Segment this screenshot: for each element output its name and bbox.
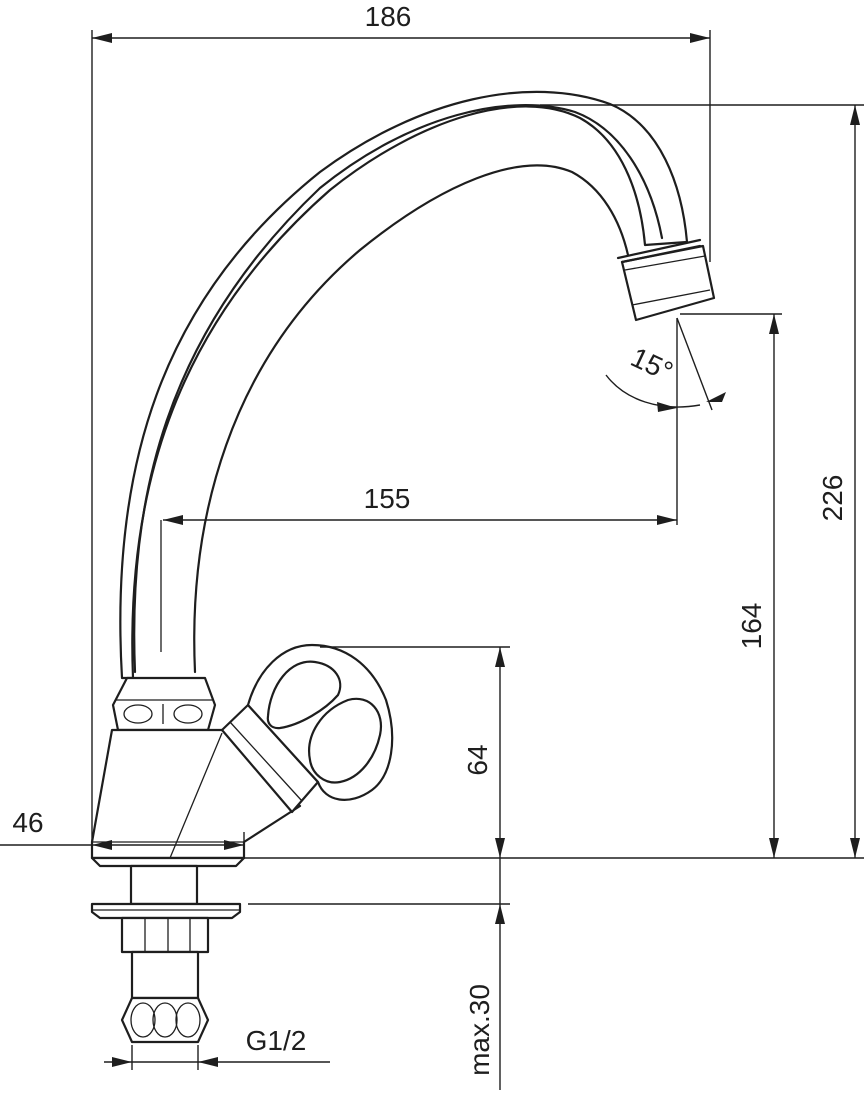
spout-nut bbox=[111, 676, 217, 732]
nut-facet-right bbox=[175, 1002, 201, 1038]
label-angle: 15° bbox=[626, 341, 677, 387]
angle-arc bbox=[605, 374, 701, 408]
label-total-height: 226 bbox=[817, 475, 848, 522]
arrow-reach-left bbox=[163, 515, 183, 525]
label-thread: G1/2 bbox=[246, 1025, 307, 1056]
arrow-shank bbox=[495, 904, 505, 924]
valve-body-edge bbox=[169, 732, 223, 859]
handle-grip-lower bbox=[308, 697, 383, 784]
connection-nut bbox=[120, 996, 210, 1044]
arrow-reach-right bbox=[657, 515, 677, 525]
aerator-top bbox=[616, 238, 702, 260]
arrow-thread-right bbox=[198, 1057, 218, 1067]
arrow-total-top bbox=[850, 105, 860, 125]
spout-nut-facet-right bbox=[173, 704, 203, 724]
arrow-base-left bbox=[92, 840, 112, 850]
arrow-handle-bottom bbox=[495, 838, 505, 858]
arrow-handle-top bbox=[495, 647, 505, 667]
mounting-washer bbox=[90, 902, 242, 920]
arrow-outlet-bottom bbox=[769, 838, 779, 858]
faucet bbox=[90, 90, 716, 1044]
arrow-thread-left bbox=[112, 1057, 132, 1067]
arrow-total-bottom bbox=[850, 838, 860, 858]
label-base-width: 46 bbox=[12, 807, 43, 838]
arrow-angle-left bbox=[657, 402, 677, 412]
spout-nut-facet-left bbox=[123, 704, 153, 724]
label-shank-length: max.30 bbox=[464, 984, 495, 1076]
spout-inner-line bbox=[193, 164, 630, 674]
arrow-base-right bbox=[224, 840, 244, 850]
spout-tube bbox=[119, 90, 689, 680]
spout-outer-line bbox=[133, 104, 664, 674]
label-reach: 155 bbox=[364, 483, 411, 514]
aerator-band bbox=[624, 255, 706, 271]
label-width: 186 bbox=[365, 1, 412, 32]
aerator-ring bbox=[620, 244, 702, 264]
tap-handle bbox=[246, 643, 394, 801]
arrow-angle-right bbox=[706, 392, 726, 402]
handle-grip-upper bbox=[266, 660, 342, 730]
base-flange bbox=[90, 856, 246, 868]
arrow-outlet-top bbox=[769, 314, 779, 334]
label-outlet-height: 164 bbox=[736, 603, 767, 650]
collar-line bbox=[229, 721, 303, 802]
locknut bbox=[120, 916, 210, 954]
arrow-width-left bbox=[92, 33, 112, 43]
angle-ray bbox=[676, 317, 713, 411]
aerator-band-lower bbox=[631, 289, 711, 306]
label-handle-height: 64 bbox=[462, 744, 493, 775]
threaded-stem bbox=[130, 950, 200, 1000]
shank bbox=[129, 864, 199, 906]
arrow-width-right bbox=[690, 33, 710, 43]
nut-facet-left bbox=[130, 1002, 156, 1038]
nut-facet-middle bbox=[152, 1002, 178, 1038]
